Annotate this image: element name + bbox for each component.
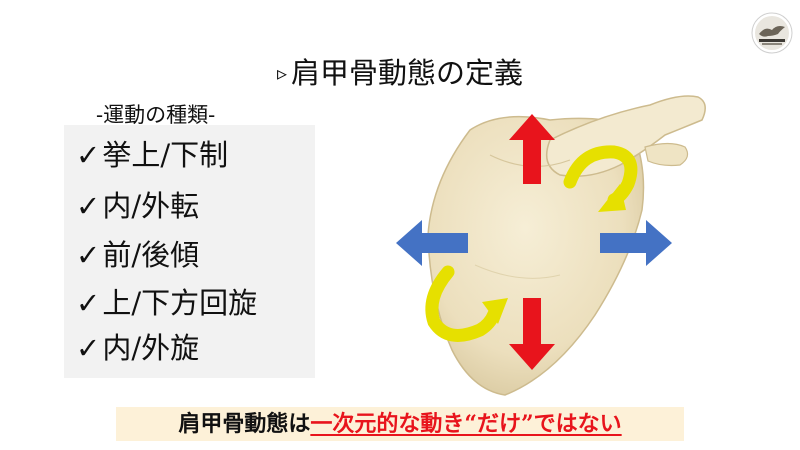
list-item: ✓前/後傾	[76, 238, 199, 272]
arrow-up-icon	[509, 114, 555, 184]
title-text: 肩甲骨動態の定義	[291, 56, 524, 90]
movement-types-heading: -運動の種類-	[96, 103, 216, 127]
slide-title: ▹肩甲骨動態の定義	[0, 50, 800, 92]
movement-label: 前/後傾	[102, 238, 200, 272]
list-item: ✓内/外転	[76, 189, 199, 223]
check-icon: ✓	[76, 331, 101, 365]
movement-label: 上/下方回旋	[102, 286, 258, 320]
title-marker: ▹	[276, 61, 288, 85]
movement-label: 内/外転	[102, 189, 200, 223]
arrow-left-icon	[396, 220, 468, 266]
check-icon: ✓	[76, 138, 101, 172]
curved-arrow-icon	[563, 145, 638, 212]
check-icon: ✓	[76, 286, 101, 320]
conclusion-banner: 肩甲骨動態は一次元的な動き“だけ”ではない	[116, 407, 684, 441]
list-item: ✓内/外旋	[76, 331, 199, 365]
bird-logo-icon	[751, 12, 793, 54]
check-icon: ✓	[76, 189, 101, 223]
movement-label: 挙上/下制	[102, 138, 229, 172]
arrow-right-icon	[600, 220, 672, 266]
movement-list: ✓挙上/下制 ✓内/外転 ✓前/後傾 ✓上/下方回旋 ✓内/外旋	[64, 125, 315, 378]
curved-arrow-icon	[425, 265, 508, 342]
check-icon: ✓	[76, 238, 101, 272]
list-item: ✓挙上/下制	[76, 138, 228, 172]
coracoid	[644, 142, 689, 167]
movement-label: 内/外旋	[102, 331, 200, 365]
banner-highlight: 一次元的な動き“だけ”ではない	[310, 411, 622, 437]
list-item: ✓上/下方回旋	[76, 286, 257, 320]
arrow-down-icon	[509, 298, 555, 370]
banner-prefix: 肩甲骨動態は	[178, 411, 311, 437]
